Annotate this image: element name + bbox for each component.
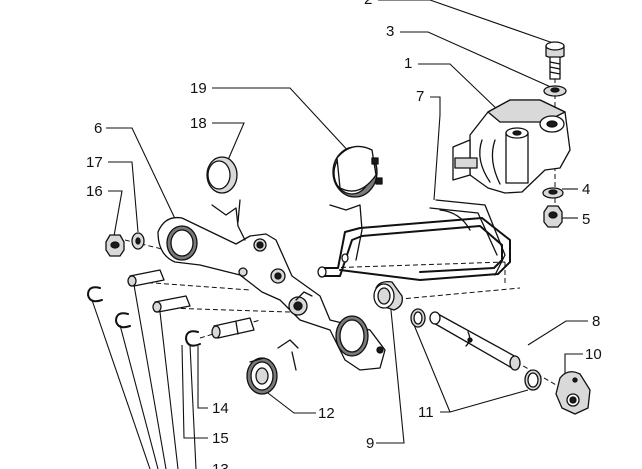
- callout-2: 2: [364, 0, 372, 8]
- clip-part-13b: [115, 312, 131, 329]
- clip-part-11a: [410, 308, 426, 328]
- leader-19: [212, 87, 353, 156]
- washer-part-3: [543, 85, 567, 97]
- callout-3: 3: [386, 23, 394, 40]
- callout-12-right: 12: [318, 405, 335, 422]
- shaft-part-8: [429, 311, 521, 371]
- bolt-part-2: [545, 41, 565, 80]
- bushing-part-12: [246, 357, 278, 395]
- callout-11: 11: [418, 404, 434, 421]
- leader-12b: [263, 389, 316, 414]
- leader-13d: [159, 311, 179, 469]
- clip-part-13a: [87, 286, 103, 303]
- nut-part-5: [543, 205, 563, 228]
- callout-1: 1: [404, 55, 412, 72]
- clip-part-15: [185, 330, 201, 347]
- callout-14: 14: [212, 400, 229, 417]
- axis-bushing: [389, 287, 521, 301]
- rod-part-7: [317, 199, 511, 281]
- washer-part-4: [542, 187, 564, 199]
- callout-17: 17: [86, 154, 103, 171]
- leader-7: [430, 96, 441, 201]
- leader-8: [527, 320, 588, 346]
- callout-19: 19: [190, 80, 207, 97]
- axis-rod: [324, 261, 506, 269]
- callout-16: 16: [86, 183, 103, 200]
- callout-4: 4: [582, 181, 590, 198]
- washer-part-17: [131, 232, 145, 250]
- leader-13a: [91, 299, 151, 469]
- clip-part-11b: [524, 369, 542, 391]
- axis-pin-2: [164, 307, 291, 313]
- callout-10: 10: [585, 346, 602, 363]
- bushing-part-9: [373, 280, 403, 311]
- leader-15: [181, 344, 208, 439]
- leader-14: [197, 346, 208, 409]
- axis-pin-1: [139, 281, 251, 291]
- leader-1: [418, 63, 501, 113]
- leader-2: [378, 0, 554, 44]
- cap-part-19: [332, 145, 383, 198]
- leader-12a: [189, 344, 197, 469]
- pin-part-14: [211, 317, 255, 339]
- pivot-housing-part-1: [452, 99, 571, 194]
- leader-11b: [449, 389, 529, 413]
- leader-lines: [91, 0, 588, 469]
- callout-18: 18: [190, 115, 207, 132]
- callout-5: 5: [582, 211, 590, 228]
- callout-15: 15: [212, 430, 229, 447]
- callout-labels: 2 3 1 7 4 5 19 18 6 17 16 8 10 11 12 9 1…: [86, 0, 602, 469]
- leader-9: [376, 299, 405, 444]
- leader-11a: [411, 319, 451, 413]
- leader-17: [108, 161, 139, 233]
- cap-part-18: [206, 156, 238, 194]
- pin-a: [127, 269, 165, 287]
- callout-13: 13: [212, 461, 229, 469]
- leader-16: [108, 190, 123, 237]
- leader-13c: [133, 284, 167, 469]
- callout-9: 9: [366, 435, 374, 452]
- leader-13b: [119, 324, 159, 469]
- callout-8: 8: [592, 313, 600, 330]
- plate-part-10: [555, 371, 591, 415]
- leader-6: [106, 127, 179, 226]
- callout-6: 6: [94, 120, 102, 137]
- leader-3: [400, 31, 554, 89]
- callout-7: 7: [416, 88, 424, 105]
- nut-part-16: [105, 234, 125, 257]
- pedal-arm-part-6: [157, 199, 386, 371]
- pin-b: [152, 295, 191, 313]
- leader-18: [212, 122, 245, 161]
